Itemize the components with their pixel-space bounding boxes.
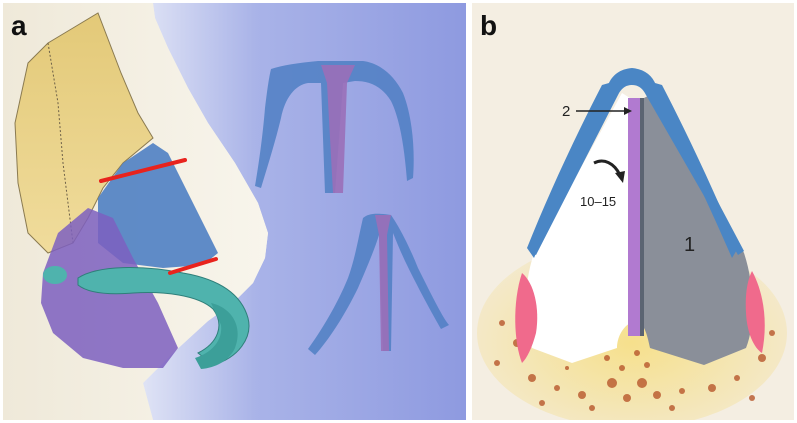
nose-lateral-illustration: a bbox=[3, 3, 466, 420]
panel-a-label: a bbox=[11, 10, 27, 41]
label-10-15: 10–15 bbox=[580, 194, 616, 209]
panel-b: 2 10–15 1 b bbox=[472, 3, 794, 420]
label-1: 1 bbox=[684, 234, 695, 256]
nose-cross-section-illustration: 2 10–15 1 b bbox=[472, 3, 794, 420]
septum-edge bbox=[640, 98, 644, 336]
panel-b-label: b bbox=[480, 10, 497, 41]
panel-a: a bbox=[3, 3, 466, 420]
sesamoid-cartilage bbox=[43, 266, 67, 284]
label-2: 2 bbox=[562, 103, 570, 120]
septum bbox=[628, 98, 642, 336]
